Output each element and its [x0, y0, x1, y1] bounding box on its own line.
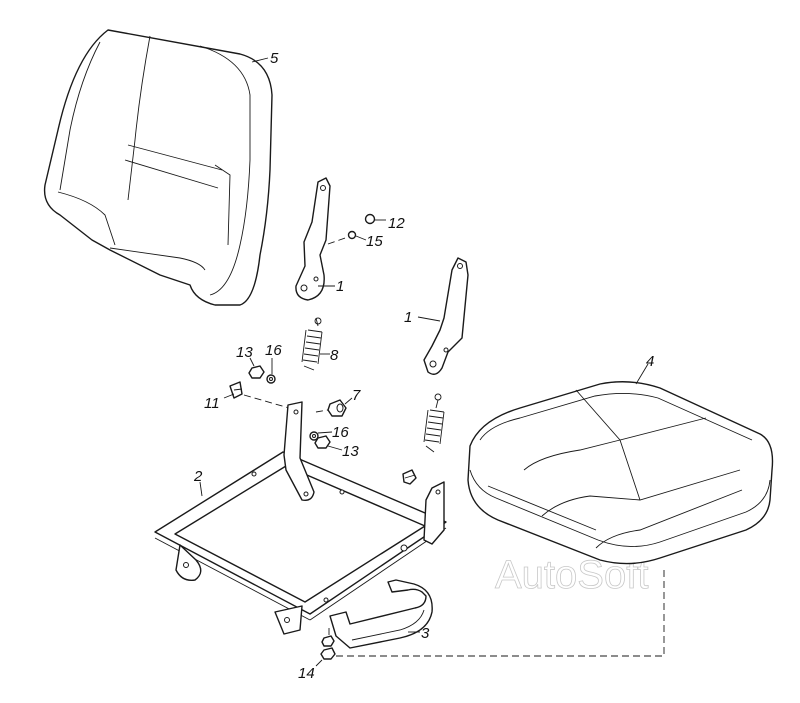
nut-13-upper: [248, 365, 265, 379]
washer-16-lower: [309, 431, 319, 441]
callout-3: 3: [421, 625, 430, 642]
callout-13b: 13: [342, 443, 359, 460]
seat-backrest: [43, 29, 273, 306]
callout-13a: 13: [236, 344, 253, 361]
backrest-bracket-left: [295, 177, 331, 301]
callout-16b: 16: [332, 424, 349, 441]
callout-14: 14: [298, 665, 315, 682]
assembly-line-15: [327, 236, 349, 245]
fitting: [402, 469, 417, 485]
callout-1b: 1: [404, 309, 412, 326]
callout-7: 7: [352, 387, 361, 404]
callout-16a: 16: [265, 342, 282, 359]
handle-bar-3: [329, 579, 433, 649]
leader-4: [635, 363, 649, 385]
callout-8: 8: [330, 347, 339, 364]
spring-unlabeled: [423, 393, 445, 453]
nut-14: [320, 635, 336, 660]
leader-7: [344, 397, 353, 405]
leader-13b: [327, 445, 343, 451]
nut-13-lower: [314, 435, 331, 449]
callout-2: 2: [193, 468, 203, 485]
leader-14: [315, 659, 323, 667]
bolt-11: [229, 381, 243, 399]
washer-16-upper: [266, 374, 276, 384]
bushing-7: [327, 399, 347, 417]
assembly-line-cushion: [336, 570, 665, 657]
washer-15: [347, 230, 357, 240]
callout-5: 5: [270, 50, 279, 67]
seat-cushion-4: [467, 381, 774, 565]
callout-4: 4: [646, 353, 654, 370]
leader-16b: [317, 431, 333, 434]
assembly-line-7: [315, 409, 329, 413]
leader-2: [199, 481, 203, 497]
seat-frame-2: [154, 401, 447, 635]
leader-13a: [249, 357, 255, 367]
backrest-bracket-right: [423, 257, 469, 375]
leader-1b: [417, 316, 441, 322]
bolt-12: [364, 213, 376, 225]
leader-15: [355, 235, 367, 241]
leader-11: [223, 393, 235, 399]
callout-11: 11: [204, 395, 220, 412]
leader-5: [251, 57, 269, 63]
callout-15: 15: [366, 233, 383, 250]
callout-1a: 1: [336, 278, 344, 295]
spring-8: [301, 317, 323, 371]
callout-12: 12: [388, 215, 405, 232]
